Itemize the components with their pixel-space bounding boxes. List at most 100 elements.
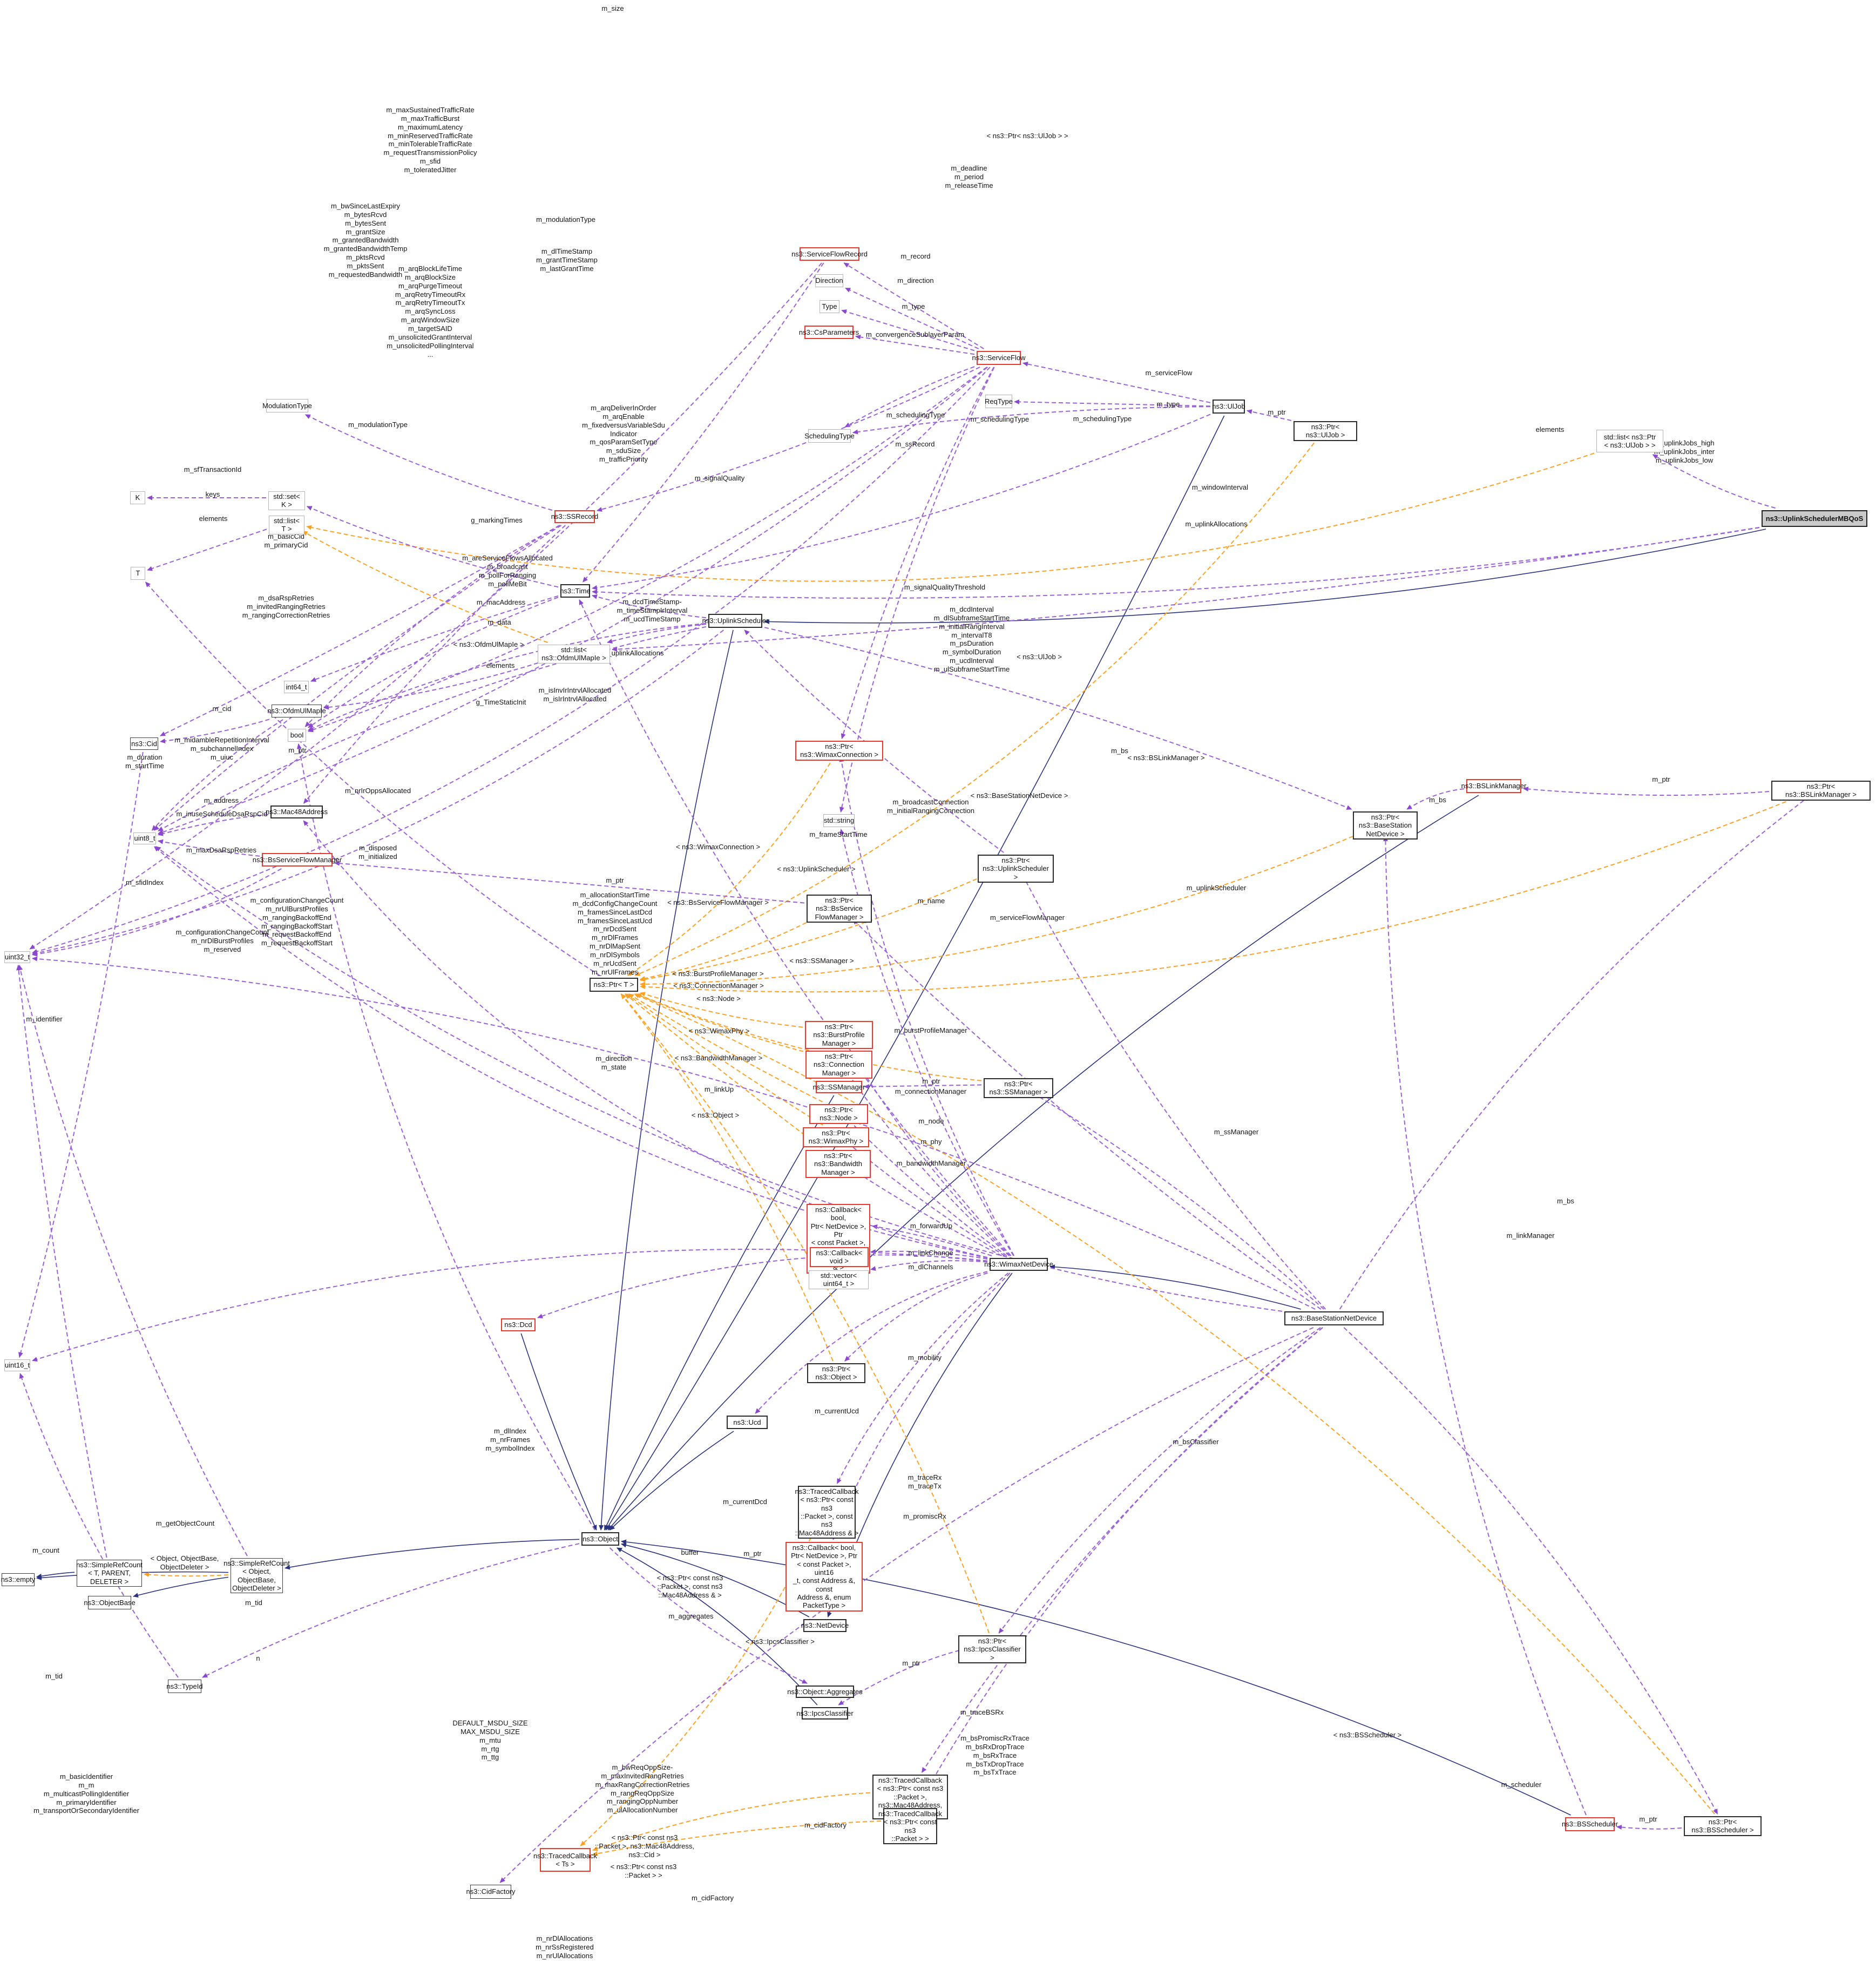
edge-label: m_getObjectCount (155, 1519, 215, 1527)
class-node-ptr_t[interactable]: ns3::Ptr< T > (590, 978, 638, 992)
edge-label: m_basicIdentifier m_m m_multicastPolling… (33, 1772, 139, 1815)
class-node-uint32_t[interactable]: uint32_t (4, 951, 30, 963)
class-node-ipcsclassifier[interactable]: ns3::IpcsClassifier (796, 1707, 854, 1720)
class-node-ptr_bssched[interactable]: ns3::Ptr< ns3::BSScheduler > (1684, 1816, 1762, 1836)
class-node-k_box[interactable]: K (130, 491, 145, 504)
edge-serviceflow-bool (308, 367, 987, 733)
class-node-typeid[interactable]: ns3::TypeId (166, 1680, 203, 1693)
class-node-bssfm[interactable]: ns3::BsServiceFlowManager (253, 853, 342, 867)
class-node-ptr_bslink[interactable]: ns3::Ptr< ns3::BSLinkManager > (1771, 781, 1871, 801)
edge-label: m_basicCid m_primaryCid (264, 532, 308, 549)
class-node-uplinksched[interactable]: ns3::UplinkScheduler (702, 614, 768, 628)
edge-ptr_uljob-ptr_t (634, 437, 1319, 976)
class-node-cb_bool2[interactable]: ns3::Callback< bool, Ptr< NetDevice >, P… (785, 1542, 863, 1612)
class-node-ssrecord[interactable]: ns3::SSRecord (551, 510, 598, 523)
class-node-serviceflow[interactable]: ns3::ServiceFlow (972, 351, 1026, 365)
edge-label: m_modulationType (536, 215, 595, 224)
edge-ptr_node-ptr_t (628, 993, 823, 1102)
class-node-stdstring[interactable]: std::string (823, 814, 855, 827)
class-node-ptr_bsnd[interactable]: ns3::Ptr< ns3::BaseStation NetDevice > (1353, 811, 1418, 840)
class-node-list_ptr_uljob[interactable]: std::list< ns3::Ptr < ns3::UlJob > > (1596, 430, 1663, 452)
class-node-reqtype[interactable]: ReqType (985, 395, 1013, 408)
edge-bslinkmgr-ptr_bsnd (1406, 788, 1465, 810)
edge-label: g_markingTimes (471, 516, 523, 524)
edge-label: m_ptr (606, 876, 624, 884)
class-node-time[interactable]: ns3::Time (560, 584, 591, 598)
class-node-std_set_k[interactable]: std::set< K > (268, 491, 305, 510)
class-node-src_obj[interactable]: ns3::SimpleRefCount < Object, ObjectBase… (224, 1558, 290, 1594)
edge-serviceflow-type_box (841, 309, 975, 351)
edge-label: m_maxDsaRspRetries (186, 846, 257, 854)
class-node-ucd[interactable]: ns3::Ucd (727, 1416, 768, 1429)
class-node-ssmanager[interactable]: ns3::SSManager (813, 1081, 865, 1093)
class-node-cidfactory[interactable]: ns3::CidFactory (466, 1885, 516, 1899)
class-node-direction_box[interactable]: Direction (815, 274, 843, 287)
main-class-node[interactable]: ns3::UplinkSchedulerMBQoS (1762, 510, 1867, 527)
class-node-ptr_upsched[interactable]: ns3::Ptr< ns3::UplinkScheduler > (978, 855, 1054, 883)
edge-label: m_inuseScheduleDsaRspCid (176, 810, 268, 818)
class-node-std_list_t[interactable]: std::list< T > (269, 516, 304, 534)
class-node-schedulingtype[interactable]: SchedulingType (804, 429, 855, 443)
class-node-tc_pkt_mac[interactable]: ns3::TracedCallback < ns3::Ptr< const ns… (795, 1486, 859, 1539)
class-node-wimaxnd[interactable]: ns3::WimaxNetDevice (984, 1258, 1053, 1271)
class-node-ptr_ssmgr[interactable]: ns3::Ptr< ns3::SSManager > (984, 1078, 1053, 1098)
class-node-cid[interactable]: ns3::Cid (130, 737, 158, 750)
class-node-csparams[interactable]: ns3::CsParameters (799, 326, 859, 339)
class-node-ptr_bssfm[interactable]: ns3::Ptr< ns3::BsService FlowManager > (807, 895, 872, 923)
class-node-object[interactable]: ns3::Object (581, 1532, 619, 1546)
class-node-src_t[interactable]: ns3::SimpleRefCount < T, PARENT, DELETER… (76, 1560, 143, 1587)
class-node-dcd[interactable]: ns3::Dcd (501, 1318, 536, 1331)
edge-label: m_cidFactory (804, 1821, 847, 1829)
edge-std_list_t-t_box (147, 529, 267, 571)
class-node-uint8_t[interactable]: uint8_t (133, 832, 156, 844)
class-node-bslinkmgr[interactable]: ns3::BSLinkManager (1461, 779, 1526, 793)
class-node-objagg[interactable]: ns3::Object::Aggregates (787, 1686, 863, 1698)
edge-bsnd-tc_pkt (917, 1327, 1323, 1806)
class-node-list_ofdm[interactable]: std::list< ns3::OfdmUlMapIe > (538, 645, 610, 664)
edge-src_obj-src_t (144, 1572, 229, 1577)
class-node-bool[interactable]: bool (288, 729, 306, 742)
class-node-ptr_bwm[interactable]: ns3::Ptr< ns3::Bandwidth Manager > (805, 1150, 871, 1178)
class-node-sfr[interactable]: ns3::ServiceFlowRecord (791, 247, 868, 261)
class-node-ptr_node[interactable]: ns3::Ptr< ns3::Node > (809, 1104, 868, 1124)
edge-label: elements (486, 661, 515, 669)
class-node-modulationtype[interactable]: ModulationType (262, 399, 312, 412)
class-node-netdevice[interactable]: ns3::NetDevice (801, 1619, 849, 1632)
edge-label: m_disposed m_initialized (358, 844, 397, 861)
edge-label: m_burstProfileManager (894, 1026, 967, 1034)
edge-mac48-uint8_t (158, 814, 269, 836)
class-node-bsnd[interactable]: ns3::BaseStationNetDevice (1284, 1311, 1384, 1325)
edge-label: m_data (487, 618, 511, 626)
class-node-type_box[interactable]: Type (820, 300, 839, 313)
class-node-bssched[interactable]: ns3::BSScheduler (1562, 1817, 1618, 1831)
class-node-ptr_object[interactable]: ns3::Ptr< ns3::Object > (807, 1363, 865, 1383)
class-node-ptr_ipcs[interactable]: ns3::Ptr< ns3::IpcsClassifier > (958, 1635, 1026, 1663)
edge-label: m_arqBlockLifeTime m_arqBlockSize m_arqP… (387, 265, 474, 358)
class-node-ofdmulmapie[interactable]: ns3::OfdmUlMapIe (267, 705, 326, 717)
edge-bsnd-ptr_bssched (1343, 1327, 1718, 1815)
edge-label: < ns3::BsServiceFlowManager > (667, 898, 769, 906)
class-node-int64_t[interactable]: int64_t (284, 681, 309, 693)
class-node-ptr_uljob[interactable]: ns3::Ptr< ns3::UlJob > (1293, 421, 1357, 441)
class-node-objectbase[interactable]: ns3::ObjectBase (84, 1596, 136, 1609)
class-node-empty[interactable]: ns3::empty (1, 1573, 35, 1586)
edge-ptr_t-t_box (145, 581, 600, 976)
edge-label: m_midambleRepetitionInterval m_subchanne… (174, 736, 269, 761)
class-node-ptr_wimaxphy[interactable]: ns3::Ptr< ns3::WimaxPhy > (803, 1127, 869, 1147)
class-node-uljob[interactable]: ns3::UlJob (1212, 400, 1245, 414)
edge-ptr_object-ptr_t (620, 993, 834, 1362)
edge-label: m_frameStartTime (809, 830, 868, 838)
class-node-tc_pkt[interactable]: ns3::TracedCallback < ns3::Ptr< const ns… (878, 1808, 942, 1845)
class-node-ptr_wimaxconn[interactable]: ns3::Ptr< ns3::WimaxConnection > (795, 741, 883, 761)
edge-label: m_allocationStartTime m_dcdConfigChangeC… (572, 891, 658, 985)
class-node-uint16_t[interactable]: uint16_t (4, 1359, 30, 1371)
class-node-ptr_burstpm[interactable]: ns3::Ptr< ns3::BurstProfile Manager > (805, 1021, 873, 1049)
class-node-vec64[interactable]: std::vector< uint64_t > (809, 1270, 869, 1289)
class-node-ptr_connmgr[interactable]: ns3::Ptr< ns3::Connection Manager > (805, 1051, 872, 1079)
edge-bslinkmgr-object (607, 795, 1479, 1531)
class-node-t_box[interactable]: T (131, 567, 145, 580)
class-node-cb_void[interactable]: ns3::Callback< void > (810, 1247, 869, 1267)
class-node-mac48[interactable]: ns3::Mac48Address (266, 805, 328, 818)
class-node-tc_ts[interactable]: ns3::TracedCallback < Ts > (533, 1848, 597, 1872)
edge-label: < ns3::BurstProfileManager > (672, 970, 764, 978)
